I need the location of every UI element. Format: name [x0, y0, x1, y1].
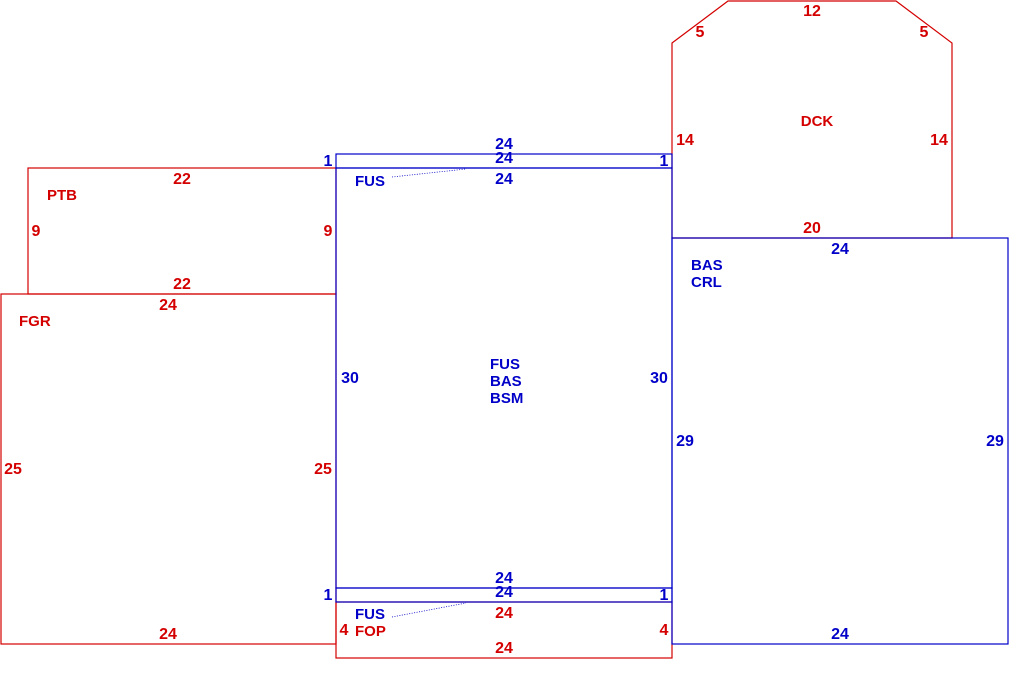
porch-bottom-dimension: 24	[495, 640, 513, 657]
deck-bottom-dimension: 20	[803, 220, 821, 237]
garage-area-name: FGR	[19, 313, 51, 330]
deck-top-dimension: 12	[803, 3, 821, 20]
deck-right-dimension: 14	[930, 132, 948, 149]
east-wing-top-dimension: 24	[831, 241, 849, 258]
top-strip-mid-dimension: 24	[495, 150, 513, 167]
garage-left-dimension: 25	[4, 461, 22, 478]
main-left-dimension: 30	[341, 370, 359, 387]
east-wing-outline	[671, 237, 1009, 645]
patio-right-dimension: 9	[324, 223, 333, 240]
top-strip-right-dimension: 1	[660, 153, 669, 170]
patio-area-name: PTB	[47, 187, 77, 204]
east-wing-left-dimension: 29	[676, 433, 694, 450]
porch-top-dimension: 24	[495, 605, 513, 622]
main-right-dimension: 30	[650, 370, 668, 387]
garage-top-dimension: 24	[159, 297, 177, 314]
main-area-name-2: BAS	[490, 373, 522, 390]
main-area-name-1: FUS	[490, 356, 520, 373]
porch-fus-leader	[391, 602, 467, 618]
porch-area-name-1: FUS	[355, 606, 385, 623]
garage-right-dimension: 25	[314, 461, 332, 478]
garage-bottom-dimension: 24	[159, 626, 177, 643]
east-wing-area-name-2: CRL	[691, 274, 722, 291]
top-strip-left-dimension: 1	[324, 153, 333, 170]
porch-area-name-2: FOP	[355, 623, 386, 640]
bottom-strip-right-dimension: 1	[660, 587, 669, 604]
east-wing-right-dimension: 29	[986, 433, 1004, 450]
porch-right-dimension: 4	[660, 622, 669, 639]
deck-area-name: DCK	[801, 113, 834, 130]
bottom-strip-dimension: 24	[495, 584, 513, 601]
east-wing-area-name-1: BAS	[691, 257, 723, 274]
top-fus-dimension: 24	[495, 171, 513, 188]
garage-outline	[0, 293, 337, 645]
main-area-name-3: BSM	[490, 390, 523, 407]
deck-left-dimension: 14	[676, 132, 694, 149]
patio-bottom-dimension: 22	[173, 276, 191, 293]
main-bottom-dimension: 24	[495, 570, 513, 587]
deck-upper-left-dimension: 5	[696, 24, 705, 41]
bottom-strip-left-dimension: 1	[324, 587, 333, 604]
top-fus-leader	[391, 168, 467, 178]
patio-top-dimension: 22	[173, 171, 191, 188]
east-wing-bottom-dimension: 24	[831, 626, 849, 643]
top-strip-top-dimension: 24	[495, 136, 513, 153]
porch-left-dimension: 4	[340, 622, 349, 639]
top-fus-area-name: FUS	[355, 173, 385, 190]
deck-upper-right-dimension: 5	[920, 24, 929, 41]
patio-left-dimension: 9	[32, 223, 41, 240]
